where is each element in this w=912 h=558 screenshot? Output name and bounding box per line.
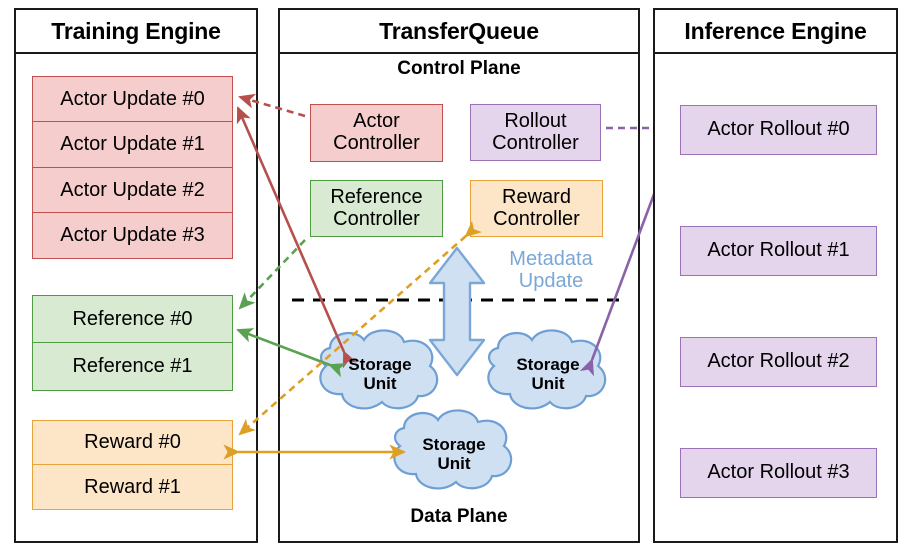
actor-update-2-label: Actor Update #2 — [60, 178, 205, 201]
data-plane-label: Data Plane — [278, 506, 640, 528]
data-plane-label-text: Data Plane — [410, 506, 508, 527]
reference-0[interactable]: Reference #0 — [32, 295, 233, 344]
actor-update-3-label: Actor Update #3 — [60, 223, 205, 246]
control-plane-label: Control Plane — [278, 58, 640, 80]
actor-rollout-0-label: Actor Rollout #0 — [707, 118, 850, 141]
actor-update-0[interactable]: Actor Update #0 — [32, 76, 233, 123]
actor-rollout-0[interactable]: Actor Rollout #0 — [680, 105, 877, 155]
reference-0-label: Reference #0 — [72, 307, 193, 330]
reward-0-label: Reward #0 — [84, 431, 181, 454]
actor-rollout-1-label: Actor Rollout #1 — [707, 239, 850, 262]
actor-update-3[interactable]: Actor Update #3 — [32, 212, 233, 260]
actor-rollout-2-label: Actor Rollout #2 — [707, 350, 850, 373]
actor-rollout-3[interactable]: Actor Rollout #3 — [680, 448, 877, 498]
reward-1[interactable]: Reward #1 — [32, 464, 233, 511]
reference-1[interactable]: Reference #1 — [32, 342, 233, 392]
actor-update-1-label: Actor Update #1 — [60, 133, 205, 156]
reference-stack: Reference #0 Reference #1 — [32, 295, 233, 392]
control-plane-label-text: Control Plane — [397, 58, 521, 79]
panel-training-engine-title: Training Engine — [51, 17, 221, 44]
panel-inference-engine-title: Inference Engine — [684, 17, 867, 44]
reward-stack: Reward #0 Reward #1 — [32, 420, 233, 511]
reference-1-label: Reference #1 — [72, 355, 193, 378]
reward-0[interactable]: Reward #0 — [32, 420, 233, 466]
panel-transferqueue-header: TransferQueue — [280, 10, 638, 54]
actor-rollout-1[interactable]: Actor Rollout #1 — [680, 226, 877, 276]
actor-update-2[interactable]: Actor Update #2 — [32, 166, 233, 214]
panel-training-engine-header: Training Engine — [16, 10, 256, 54]
actor-rollout-2[interactable]: Actor Rollout #2 — [680, 337, 877, 387]
panel-inference-engine-header: Inference Engine — [655, 10, 896, 54]
actor-update-stack: Actor Update #0 Actor Update #1 Actor Up… — [32, 76, 233, 260]
actor-update-0-label: Actor Update #0 — [60, 87, 205, 110]
panel-transferqueue-title: TransferQueue — [379, 17, 539, 44]
reward-1-label: Reward #1 — [84, 475, 181, 498]
actor-update-1[interactable]: Actor Update #1 — [32, 121, 233, 169]
actor-rollout-3-label: Actor Rollout #3 — [707, 461, 850, 484]
